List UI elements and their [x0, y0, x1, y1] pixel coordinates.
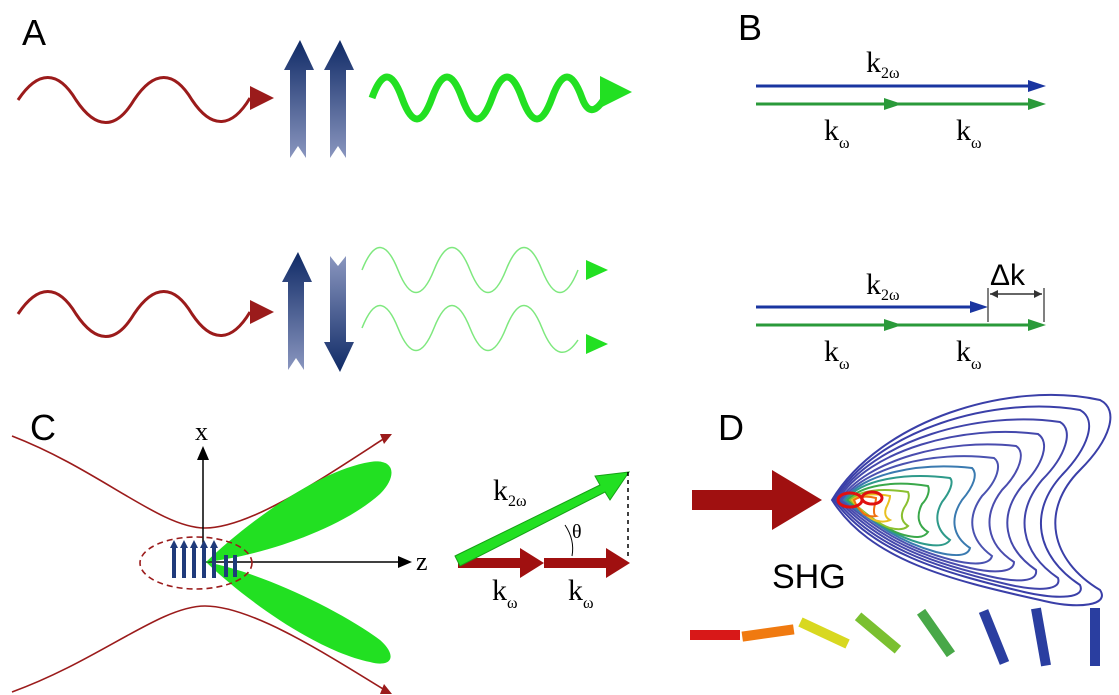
dipole-up-arrow-2	[324, 40, 354, 158]
kw-label-bottom-2: kω	[956, 335, 982, 373]
green-wave-bottom-2	[361, 305, 579, 354]
red-arrowhead-bottom	[250, 300, 274, 324]
z-axis-label: z	[416, 547, 428, 576]
delta-k-label: Δk	[990, 259, 1026, 292]
panel-label-a: A	[22, 12, 46, 53]
k2w-label-top: k2ω	[866, 46, 900, 82]
red-arrowhead-top	[250, 86, 274, 110]
panel-label-c: C	[30, 407, 56, 448]
green-wave-bottom-1	[361, 247, 579, 293]
kw-midarrow-bottom	[884, 319, 902, 331]
green-wave-top	[368, 73, 610, 123]
k2w-arrowhead-top	[1028, 80, 1046, 92]
kw-label-bottom-1: kω	[824, 335, 850, 373]
kw-vector-2-arrow	[544, 548, 630, 578]
kw-label-c-1: kω	[492, 574, 518, 612]
red-wave-top	[16, 76, 252, 124]
z-axis-arrowhead	[398, 556, 412, 568]
beam-envelope-lower	[11, 605, 389, 693]
focal-dipoles	[170, 540, 237, 578]
dipole-up-arrow-1	[284, 40, 314, 158]
shg-label: SHG	[772, 558, 846, 596]
x-axis-label: x	[195, 417, 208, 446]
beam-envelope-upper	[11, 435, 389, 529]
delta-k-arrow-left	[990, 290, 998, 298]
panel-label-d: D	[718, 407, 744, 448]
dipole-up-arrow-3	[282, 252, 312, 370]
theta-label: θ	[572, 521, 582, 543]
k2w-vector-arrow	[454, 471, 631, 567]
kw-arrowhead-top	[1028, 98, 1046, 110]
k2w-label-bottom: k2ω	[866, 268, 900, 304]
k2w-arrowhead-bottom	[970, 301, 988, 313]
kw-label-top-1: kω	[824, 114, 850, 152]
x-axis-arrowhead	[197, 446, 209, 460]
k2w-label-c: k2ω	[493, 474, 527, 510]
polarization-bars	[690, 607, 1100, 667]
kw-label-top-2: kω	[956, 114, 982, 152]
kw-label-c-2: kω	[568, 574, 594, 612]
beam-envelope-lower-arrow	[380, 684, 392, 694]
focal-volume-ellipse	[139, 536, 253, 590]
beam-envelope-upper-arrow	[380, 434, 392, 444]
theta-arc	[564, 524, 574, 557]
kw-vector-1-arrow	[458, 548, 544, 578]
green-arrowhead-bottom-2	[586, 334, 608, 354]
kw-midarrow-top	[884, 98, 902, 110]
shg-lobe-upper	[206, 461, 392, 562]
incident-beam-arrow	[692, 470, 822, 530]
red-wave-bottom	[16, 290, 252, 338]
shg-emission-contours	[830, 393, 1112, 607]
panel-label-b: B	[738, 7, 762, 48]
green-arrowhead-top	[600, 76, 632, 108]
kw-arrowhead-bottom	[1028, 319, 1046, 331]
delta-k-arrow-right	[1034, 290, 1042, 298]
green-arrowhead-bottom-1	[586, 260, 608, 280]
dipole-down-arrow	[324, 256, 354, 372]
shg-lobe-lower	[206, 562, 391, 664]
